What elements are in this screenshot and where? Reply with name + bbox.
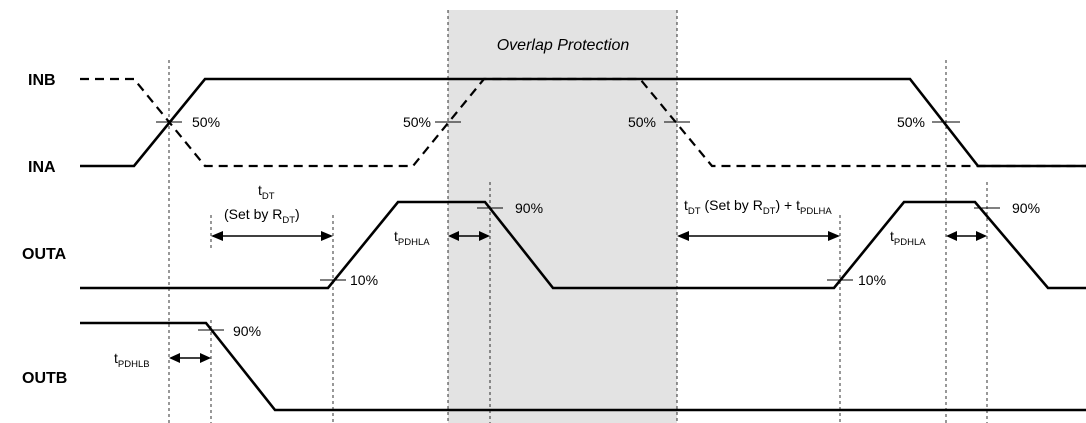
label-50pct-4: 50% (897, 114, 925, 130)
timing-arrows (169, 231, 987, 363)
outa-waveform (80, 200, 1086, 290)
inb-waveform (80, 77, 1086, 168)
label-tpdhla-2: tPDHLA (890, 228, 926, 248)
label-10pct-outa-1: 10% (350, 272, 378, 288)
label-tdt-plus-tpdlha: tDT (Set by RDT) + tPDLHA (684, 197, 832, 217)
label-50pct-2: 50% (403, 114, 431, 130)
label-90pct-outb: 90% (233, 323, 261, 339)
label-50pct-1: 50% (192, 114, 220, 130)
threshold-ticks (156, 121, 1000, 331)
label-tpdhla-1: tPDHLA (394, 228, 430, 248)
label-tdt: tDT (258, 182, 275, 202)
signal-label-inb: INB (28, 72, 56, 89)
label-10pct-outa-2: 10% (858, 272, 886, 288)
label-tpdhlb: tPDHLB (114, 350, 150, 370)
label-set-by-rdt: (Set by RDT) (224, 206, 300, 226)
overlap-protection-band (448, 10, 677, 423)
label-90pct-outa-1: 90% (515, 200, 543, 216)
overlap-protection-title: Overlap Protection (497, 37, 630, 54)
signal-label-outa: OUTA (22, 246, 67, 263)
outb-waveform (80, 321, 1086, 412)
guide-lines (168, 10, 988, 423)
label-90pct-outa-2: 90% (1012, 200, 1040, 216)
signal-label-ina: INA (28, 159, 56, 176)
signal-label-outb: OUTB (22, 370, 67, 387)
label-50pct-3: 50% (628, 114, 656, 130)
